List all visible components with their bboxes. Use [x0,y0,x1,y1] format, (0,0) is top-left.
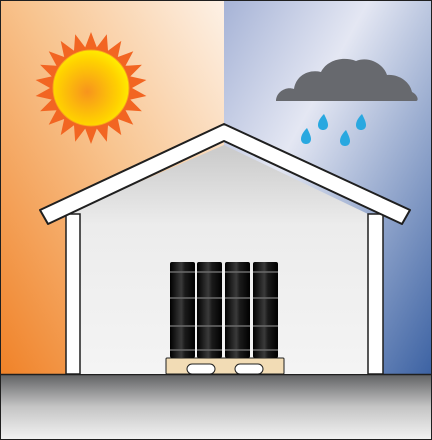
barrel-icon [170,262,195,358]
barrels [170,262,278,358]
raindrop-icon [340,130,350,146]
raindrop-icon [301,128,311,144]
barrel-icon [197,262,222,358]
raindrop-icon [356,114,366,130]
raindrop-icon [318,114,328,130]
pallet-slot [186,363,216,375]
raindrops [301,114,366,146]
barrel-icon [253,262,278,358]
sun-disc [52,49,130,127]
right-wall [367,213,384,375]
ground [1,374,431,439]
warehouse-interior [66,145,368,374]
pallet [165,357,285,375]
warehouse-icon [39,123,411,375]
barrel-icon [225,262,250,358]
pallet-slot [234,363,264,375]
left-wall [65,213,81,375]
warehouse-roof [39,123,411,225]
sun-icon [35,32,147,144]
pallet-body [165,357,285,375]
rain-cloud-icon [276,58,418,146]
cloud-shape [276,58,418,101]
